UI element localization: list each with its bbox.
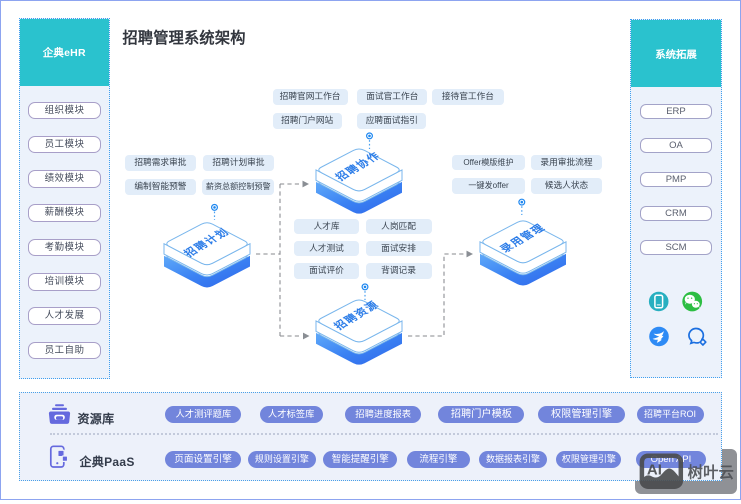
svg-text:招聘计划: 招聘计划 xyxy=(181,225,233,259)
svg-text:录用管理: 录用管理 xyxy=(497,221,549,255)
svg-text:招聘资源: 招聘资源 xyxy=(331,298,383,332)
svg-text:树叶云: 树叶云 xyxy=(688,464,734,482)
svg-text:招聘协作: 招聘协作 xyxy=(332,149,384,183)
svg-text:AI: AI xyxy=(647,462,662,479)
